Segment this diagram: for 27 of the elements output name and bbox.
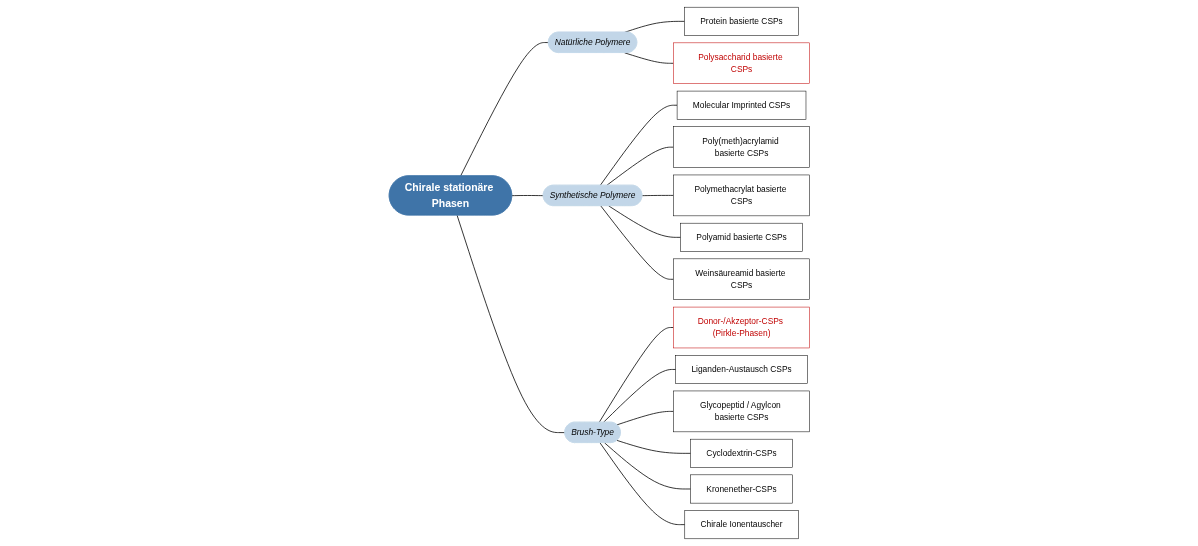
node-box: Cyclodextrin-CSPs: [689, 438, 793, 468]
node-box: Molecular Imprinted CSPs: [676, 90, 806, 120]
node-box: Weinsäureamid basierte CSPs: [672, 258, 810, 300]
connector: [607, 205, 681, 238]
connector: [603, 442, 691, 490]
node-box: Kronenether-CSPs: [689, 474, 793, 504]
node-box: Polysaccharid basierte CSPs: [672, 42, 810, 84]
node-box: Chirale Ionentauscher: [684, 510, 799, 540]
connector: [598, 327, 674, 423]
connector: [599, 205, 674, 280]
connector: [511, 195, 544, 197]
node-box: Polyamid basierte CSPs: [679, 222, 803, 252]
connector: [605, 146, 674, 186]
connector: [456, 214, 565, 434]
connector: [616, 440, 691, 454]
connector: [599, 442, 685, 526]
node-box: Protein basierte CSPs: [683, 6, 799, 36]
connector: [602, 369, 676, 423]
connector: [616, 411, 674, 426]
connector: [599, 104, 678, 186]
connector: [459, 42, 549, 177]
connector: [641, 195, 674, 197]
node-box: Poly(meth)acrylamid basierte CSPs: [672, 126, 810, 168]
node-box: Donor-/Akzeptor-CSPs (Pirkle-Phasen): [672, 306, 810, 349]
node-box: Glycopeptid / Agylcon basierte CSPs: [672, 390, 810, 433]
node-box: Polymethacrylat basierte CSPs: [672, 174, 810, 217]
node-box: Liganden-Austausch CSPs: [674, 355, 808, 384]
